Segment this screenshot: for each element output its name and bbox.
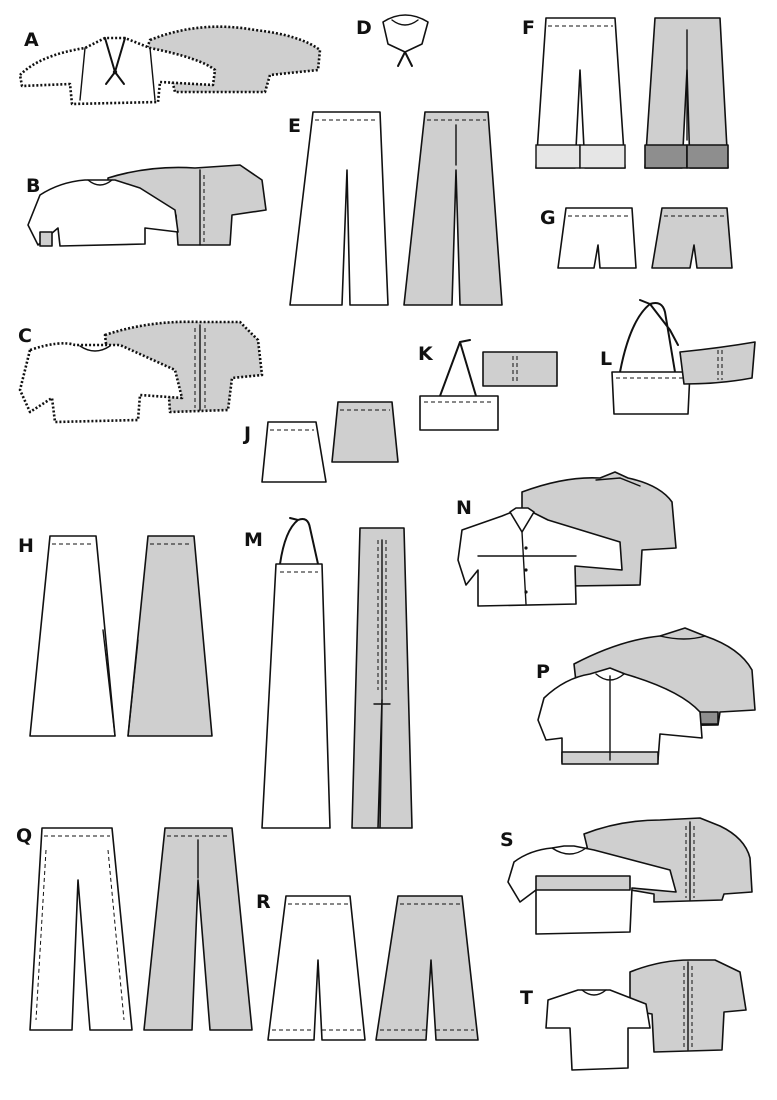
view-Q-back <box>143 827 253 1031</box>
view-D: D <box>356 14 429 67</box>
view-G-back <box>651 207 733 269</box>
view-M-front <box>261 563 331 829</box>
label-H: H <box>18 535 34 557</box>
view-K-back <box>482 351 558 387</box>
view-G: G <box>540 207 733 269</box>
label-T: T <box>520 987 533 1009</box>
view-B-back <box>107 164 267 246</box>
label-D: D <box>356 17 372 39</box>
view-N: N <box>456 471 677 607</box>
view-E-back <box>403 111 503 306</box>
label-N: N <box>456 497 472 519</box>
label-J: J <box>242 423 251 445</box>
view-K-front <box>419 395 499 431</box>
label-R: R <box>256 891 271 913</box>
view-A-front <box>18 36 217 106</box>
view-D-collar <box>382 14 429 53</box>
view-B-front <box>27 179 179 247</box>
view-C-back <box>103 320 264 414</box>
label-F: F <box>522 17 535 39</box>
label-P: P <box>536 661 550 683</box>
label-M: M <box>244 529 263 551</box>
view-R-back <box>375 895 479 1041</box>
view-J-front <box>261 421 327 483</box>
view-R: R <box>256 891 479 1041</box>
view-R-front <box>267 895 366 1041</box>
view-Q-front <box>29 827 133 1031</box>
view-A: A <box>18 25 322 106</box>
view-K: K <box>418 339 558 431</box>
label-Q: Q <box>16 825 32 847</box>
view-F: F <box>522 17 729 169</box>
label-G: G <box>540 207 556 229</box>
view-C: C <box>18 320 264 424</box>
view-Q: Q <box>16 825 253 1031</box>
view-E: E <box>288 111 503 306</box>
view-P: P <box>536 627 756 765</box>
view-J-back <box>331 401 399 463</box>
view-B: B <box>26 164 267 247</box>
view-M: M <box>244 517 413 829</box>
view-L-back <box>679 341 756 385</box>
view-C-front <box>18 342 184 424</box>
view-T: T <box>520 959 747 1071</box>
label-C: C <box>18 325 32 347</box>
view-H-front <box>29 535 116 737</box>
view-G-front <box>557 207 637 269</box>
label-A: A <box>24 29 39 51</box>
label-K: K <box>418 343 434 365</box>
view-H: H <box>18 535 213 737</box>
view-J: J <box>242 401 399 483</box>
view-L-front <box>611 371 691 415</box>
view-H-back <box>127 535 213 737</box>
label-L: L <box>600 348 612 370</box>
label-B: B <box>26 175 40 197</box>
view-N-back <box>521 471 677 587</box>
view-E-front <box>289 111 389 306</box>
view-T-front <box>545 989 651 1071</box>
view-P-front <box>537 667 703 763</box>
view-L: L <box>600 299 756 415</box>
label-E: E <box>288 115 301 137</box>
view-S: S <box>500 817 753 935</box>
label-S: S <box>500 829 514 851</box>
